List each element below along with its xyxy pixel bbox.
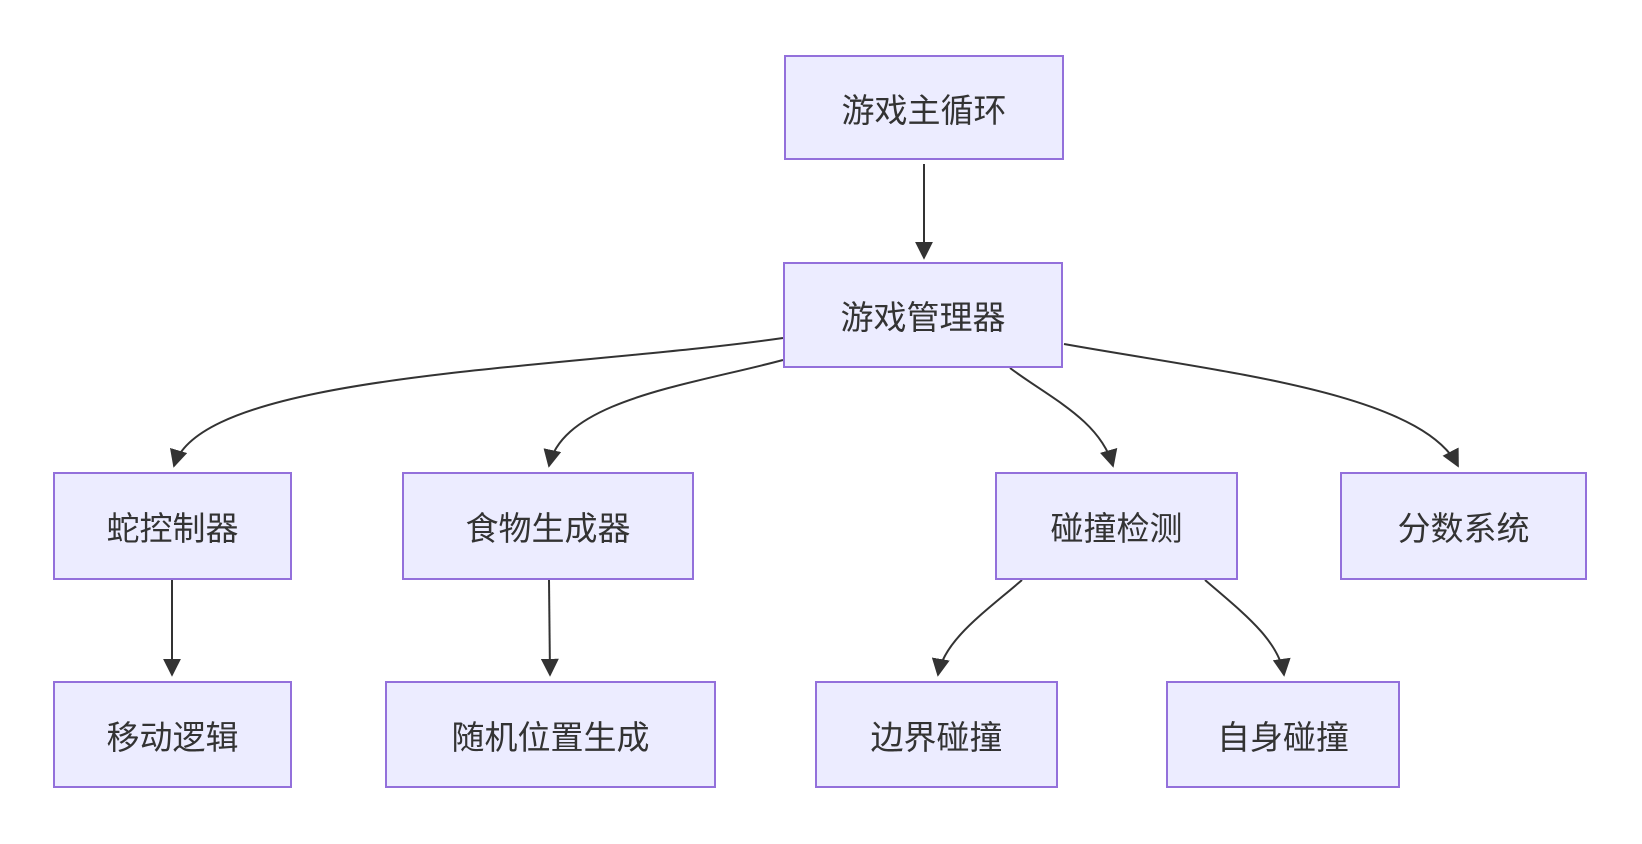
node-collision-detection: 碰撞检测 bbox=[995, 472, 1238, 580]
node-movement-logic: 移动逻辑 bbox=[53, 681, 292, 788]
node-self-collision: 自身碰撞 bbox=[1166, 681, 1400, 788]
edge-game-manager-to-score-system bbox=[1063, 343, 1459, 468]
edge-game-manager-to-food-generator bbox=[543, 359, 784, 468]
node-game-manager: 游戏管理器 bbox=[783, 262, 1063, 368]
node-snake-controller: 蛇控制器 bbox=[53, 472, 292, 580]
edge-game-manager-to-snake-controller bbox=[170, 337, 784, 468]
edge-collision-detection-to-boundary-collision bbox=[931, 579, 1023, 677]
edge-game-manager-to-collision-detection bbox=[1009, 367, 1118, 468]
node-game-main-loop: 游戏主循环 bbox=[784, 55, 1064, 160]
edge-food-generator-to-random-position-generation bbox=[540, 579, 559, 677]
node-food-generator: 食物生成器 bbox=[402, 472, 694, 580]
edge-collision-detection-to-self-collision bbox=[1204, 579, 1291, 677]
node-random-position-generation: 随机位置生成 bbox=[385, 681, 716, 788]
node-boundary-collision: 边界碰撞 bbox=[815, 681, 1058, 788]
node-score-system: 分数系统 bbox=[1340, 472, 1587, 580]
